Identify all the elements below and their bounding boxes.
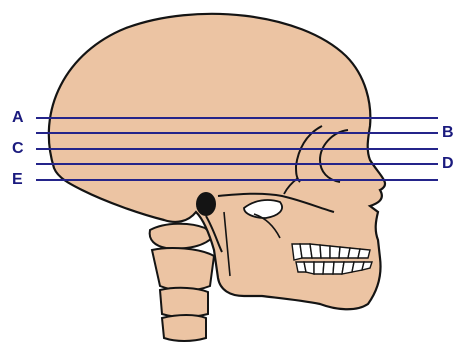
plane-c-label: C xyxy=(12,141,24,157)
vertebra-c2 xyxy=(152,248,214,291)
plane-a-label: A xyxy=(12,110,24,126)
plane-d-label: D xyxy=(442,156,454,172)
vertebra-c3 xyxy=(160,288,208,317)
ear-canal xyxy=(196,192,216,216)
vertebra-c4 xyxy=(162,315,206,341)
plane-e-label: E xyxy=(12,172,23,188)
plane-b-label: B xyxy=(442,125,454,141)
vertebra-c1 xyxy=(150,224,214,249)
